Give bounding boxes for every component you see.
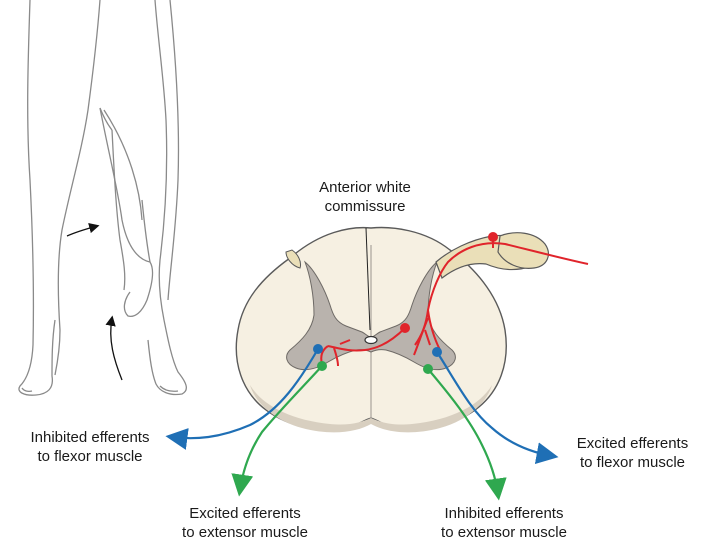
excited-extensor-label-line1: Excited efferents (160, 504, 330, 523)
inhibited-extensor-label-line1: Inhibited efferents (414, 504, 594, 523)
excited-extensor-label-line2: to extensor muscle (160, 523, 330, 542)
inhibited-flexor-label-line2: to flexor muscle (5, 447, 175, 466)
commissure-label-line2: commissure (290, 197, 440, 216)
inhibited-extensor-label-line2: to extensor muscle (414, 523, 594, 542)
excited-flexor-label: Excited efferents to flexor muscle (555, 434, 710, 472)
anterior-white-commissure-label: Anterior white commissure (290, 178, 440, 216)
inhibited-extensor-label: Inhibited efferents to extensor muscle (414, 504, 594, 542)
lift-arrow (111, 318, 122, 380)
excited-extensor-label: Excited efferents to extensor muscle (160, 504, 330, 542)
flexion-arrow (67, 226, 97, 236)
commissure-label-line1: Anterior white (290, 178, 440, 197)
inhibited-flexor-label-line1: Inhibited efferents (5, 428, 175, 447)
excited-flexor-label-line1: Excited efferents (555, 434, 710, 453)
legs-illustration (19, 0, 186, 395)
commissural-interneuron-cell (400, 323, 410, 333)
dorsal-root-ganglion-cell (488, 232, 498, 242)
excited-flexor-label-line2: to flexor muscle (555, 453, 710, 472)
inhibited-flexor-label: Inhibited efferents to flexor muscle (5, 428, 175, 466)
central-canal (365, 337, 377, 344)
